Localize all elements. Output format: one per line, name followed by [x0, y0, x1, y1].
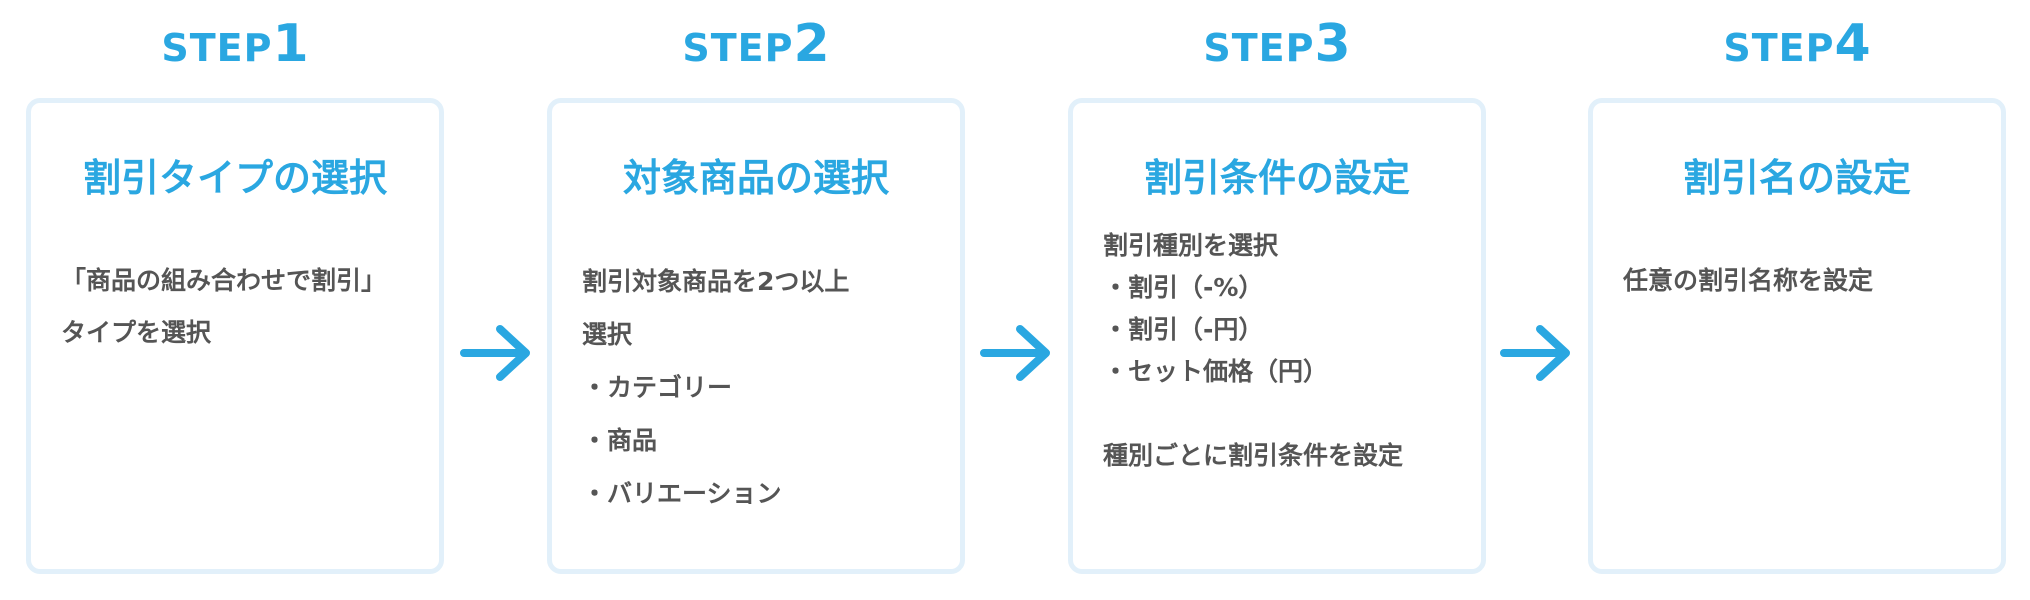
step-number: 4	[1834, 14, 1871, 74]
step-title: 割引条件の設定	[1143, 156, 1410, 200]
step-card: 割引名の設定 任意の割引名称を設定	[1588, 98, 2006, 574]
list-item: ・割引（-円）	[1103, 315, 1264, 344]
step-description: 割引種別を選択 ・割引（-%） ・割引（-円） ・セット価格（円） 種別ごとに割…	[1103, 225, 1473, 477]
step-4: STEP4 割引名の設定 任意の割引名称を設定	[1588, 0, 2006, 600]
step-title: 割引タイプの選択	[82, 156, 387, 200]
description-line: 「商品の組み合わせで割引」	[61, 266, 387, 295]
arrow-right-icon	[980, 325, 1050, 381]
step-card: 割引タイプの選択 「商品の組み合わせで割引」 タイプを選択	[26, 98, 444, 574]
description-line: 割引種別を選択	[1103, 231, 1279, 260]
arrow-right-icon	[460, 325, 530, 381]
step-2: STEP2 対象商品の選択 割引対象商品を2つ以上 選択 ・カテゴリー ・商品 …	[547, 0, 965, 600]
step-label: STEP4	[1588, 14, 2006, 74]
step-label: STEP2	[547, 14, 965, 74]
description-line: 選択	[582, 320, 633, 349]
step-description: 「商品の組み合わせで割引」 タイプを選択	[61, 255, 431, 359]
list-item: ・カテゴリー	[582, 373, 733, 402]
description-line: タイプを選択	[61, 318, 212, 347]
list-item: ・割引（-%）	[1103, 273, 1264, 302]
step-word: STEP	[1723, 26, 1835, 70]
step-title: 割引名の設定	[1682, 156, 1911, 200]
step-word: STEP	[1203, 26, 1315, 70]
step-3: STEP3 割引条件の設定 割引種別を選択 ・割引（-%） ・割引（-円） ・セ…	[1068, 0, 1486, 600]
step-number: 3	[1314, 14, 1351, 74]
step-card: 割引条件の設定 割引種別を選択 ・割引（-%） ・割引（-円） ・セット価格（円…	[1068, 98, 1486, 574]
description-line: 割引対象商品を2つ以上	[582, 267, 850, 296]
step-number: 1	[272, 14, 309, 74]
step-word: STEP	[682, 26, 794, 70]
list-item: ・バリエーション	[582, 479, 782, 508]
list-item: ・商品	[582, 426, 658, 455]
description-line: 種別ごとに割引条件を設定	[1103, 441, 1404, 470]
step-1: STEP1 割引タイプの選択 「商品の組み合わせで割引」 タイプを選択	[26, 0, 444, 600]
step-number: 2	[793, 14, 830, 74]
step-description: 任意の割引名称を設定	[1623, 255, 1993, 307]
step-card: 対象商品の選択 割引対象商品を2つ以上 選択 ・カテゴリー ・商品 ・バリエーシ…	[547, 98, 965, 574]
step-word: STEP	[161, 26, 273, 70]
step-title: 対象商品の選択	[622, 156, 889, 200]
step-description: 割引対象商品を2つ以上 選択 ・カテゴリー ・商品 ・バリエーション	[582, 255, 952, 520]
step-label: STEP3	[1068, 14, 1486, 74]
list-item: ・セット価格（円）	[1103, 357, 1329, 386]
step-label: STEP1	[26, 14, 444, 74]
description-line: 任意の割引名称を設定	[1623, 266, 1874, 295]
blank-line	[1103, 393, 1473, 435]
arrow-right-icon	[1500, 325, 1570, 381]
